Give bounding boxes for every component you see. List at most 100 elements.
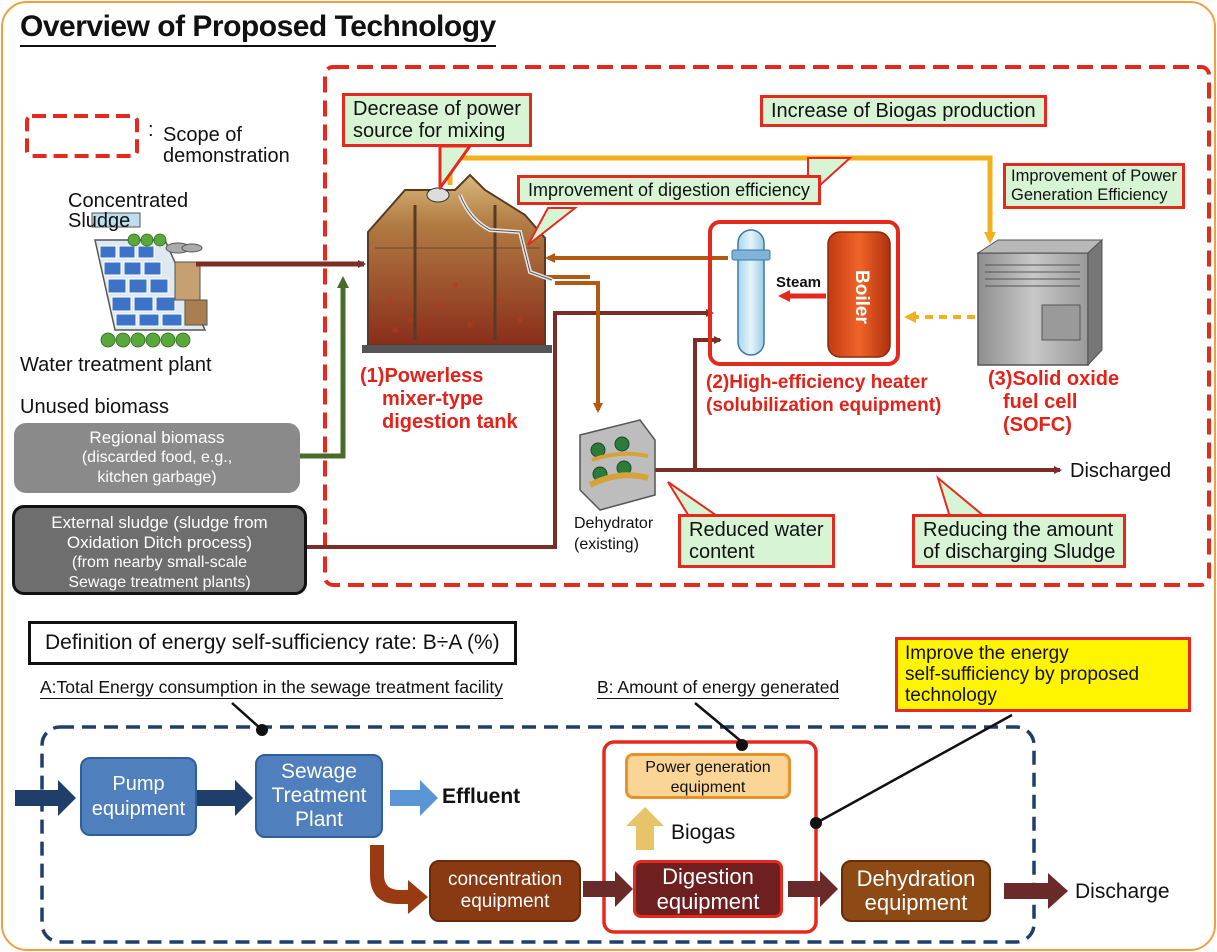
pump-label-line1: Pump — [112, 772, 165, 795]
heater-label-line1: (2)High-efficiency heater — [706, 372, 928, 393]
pump-label-line2: equipment — [91, 797, 186, 820]
callout-power-efficiency: Improvement of Power Generation Efficien… — [1003, 163, 1185, 209]
external-sludge-line — [306, 309, 714, 549]
external-sludge-line1: External sludge (sludge from — [51, 513, 268, 532]
flow-arrow-discharge — [1004, 873, 1068, 909]
concentration-line1: concentration — [447, 869, 563, 890]
callout-discharge: Reducing the amount of discharging Sludg… — [912, 514, 1127, 568]
digestion-line2: equipment — [656, 889, 760, 914]
improve-line1: Improve the energy — [905, 643, 1069, 664]
improve-callout: Improve the energy self-sufficiency by p… — [895, 637, 1191, 712]
flow-arrow-concentration-digestion — [583, 871, 633, 907]
dehydrator-icon — [579, 419, 656, 511]
regional-biomass-line1: Regional biomass — [89, 428, 225, 447]
dehydrator-label-line2: (existing) — [574, 536, 639, 553]
pump-equipment-box: Pump equipment — [80, 757, 197, 836]
page-title: Overview of Proposed Technology — [20, 10, 496, 47]
external-sludge-line2: Oxidation Ditch process) — [66, 533, 253, 552]
flow-arrow-biogas — [626, 807, 664, 850]
callout-water-line1: Reduced water — [689, 519, 824, 541]
heater-icon — [731, 229, 771, 356]
callout-digestion: Improvement of digestion efficiency — [517, 175, 821, 205]
regional-biomass-line3: kitchen garbage) — [97, 469, 217, 486]
improve-line2: self-sufficiency by proposed — [905, 664, 1140, 685]
power-generation-line1: Power generation — [645, 759, 771, 776]
steam-label: Steam — [776, 274, 822, 291]
heater-label-line2: (solubilization equipment) — [706, 395, 942, 416]
pointer-improve — [817, 713, 1013, 824]
plant-label: Water treatment plant — [20, 354, 212, 376]
callout-tail-digestion — [527, 207, 578, 246]
sofc-icon — [976, 238, 1104, 367]
dehydrator-label-line1: Dehydrator — [574, 515, 654, 532]
plant-label-top2: Sludge — [68, 210, 131, 232]
dehydration-line2: equipment — [864, 890, 968, 915]
flow-arrow-digestion-dehydration — [788, 871, 838, 907]
digestion-tank-icon — [362, 173, 553, 353]
external-sludge-line3: (from nearby small-scale — [71, 554, 248, 571]
legend-colon: : — [148, 119, 154, 141]
definition-box: Definition of energy self-sufficiency ra… — [28, 621, 517, 665]
regional-biomass-box: Regional biomass (discarded food, e.g., … — [14, 423, 300, 493]
callout-tail-water — [667, 481, 724, 519]
regional-biomass-line2: (discarded food, e.g., — [81, 449, 233, 466]
plant-label-top1: Concentrated — [68, 190, 189, 212]
energy-generated-boundary — [602, 740, 818, 934]
legend-swatch — [25, 114, 139, 158]
external-sludge-box: External sludge (sludge from Oxidation D… — [12, 505, 307, 595]
improve-line3: technology — [905, 685, 997, 706]
callout-power-efficiency-line1: Improvement of Power — [1011, 167, 1177, 185]
scope-boundary — [323, 65, 1211, 587]
callout-discharge-line2: of discharging Sludge — [923, 541, 1116, 563]
tank-to-dehydrator-arrow — [555, 281, 603, 413]
water-treatment-plant-icon — [91, 212, 208, 348]
effluent-label: Effluent — [442, 785, 521, 808]
sofc-label-line3: (SOFC) — [1003, 414, 1072, 436]
unused-biomass-label: Unused biomass — [20, 396, 169, 418]
biogas-label: Biogas — [671, 821, 736, 844]
boiler-label: Boiler — [851, 270, 872, 324]
pointer-a — [231, 702, 261, 729]
callout-tail-discharge — [936, 475, 988, 518]
stp-label-line1: Sewage — [281, 760, 357, 783]
pointer-b — [694, 702, 743, 743]
discharged-label: Discharged — [1070, 460, 1172, 482]
callout-water-line2: content — [689, 541, 755, 563]
digestion-equipment-box: Digestion equipment — [633, 860, 783, 918]
legend-label-line1: Scope of — [163, 124, 242, 146]
dehydration-line1: Dehydration — [856, 866, 976, 891]
tank-label-line3: digestion tank — [382, 411, 518, 433]
callout-water-content: Reduced water content — [678, 514, 835, 568]
regional-biomass-arrow — [300, 276, 349, 459]
callout-mixing: Decrease of power source for mixing — [342, 93, 532, 147]
legend-label-line2: demonstration — [163, 145, 290, 167]
dehydration-equipment-box: Dehydration equipment — [841, 860, 991, 922]
callout-biogas: Increase of Biogas production — [760, 95, 1047, 127]
callout-power-efficiency-line2: Generation Efficiency — [1011, 186, 1168, 204]
stp-label-line2: Treatment — [271, 784, 367, 807]
external-sludge-line4: Sewage treatment plants) — [68, 574, 251, 591]
callout-mixing-line2: source for mixing — [353, 120, 506, 142]
callout-discharge-line1: Reducing the amount — [923, 519, 1114, 541]
power-generation-box: Power generation equipment — [625, 753, 791, 799]
sewage-treatment-plant-box: Sewage Treatment Plant — [255, 754, 383, 838]
tank-label-line2: mixer-type — [382, 388, 484, 410]
tank-label-line1: (1)Powerless — [360, 365, 484, 387]
flow-arrow-pump-stp — [197, 780, 253, 816]
heater-group-border — [708, 220, 900, 366]
sofc-label-line2: fuel cell — [1003, 391, 1078, 413]
concentration-equipment-box: concentration equipment — [429, 860, 581, 922]
label-a: A:Total Energy consumption in the sewage… — [40, 677, 504, 699]
discharge-label: Discharge — [1075, 880, 1170, 903]
flow-arrow-stp-concentration — [370, 845, 428, 914]
power-generation-line2: equipment — [670, 779, 746, 796]
concentration-line2: equipment — [460, 891, 550, 912]
flow-arrow-in — [15, 780, 76, 816]
label-b: B: Amount of energy generated — [597, 677, 840, 699]
flow-arrow-effluent — [390, 780, 438, 816]
sofc-label-line1: (3)Solid oxide — [988, 368, 1120, 390]
digestion-line1: Digestion — [662, 864, 754, 889]
